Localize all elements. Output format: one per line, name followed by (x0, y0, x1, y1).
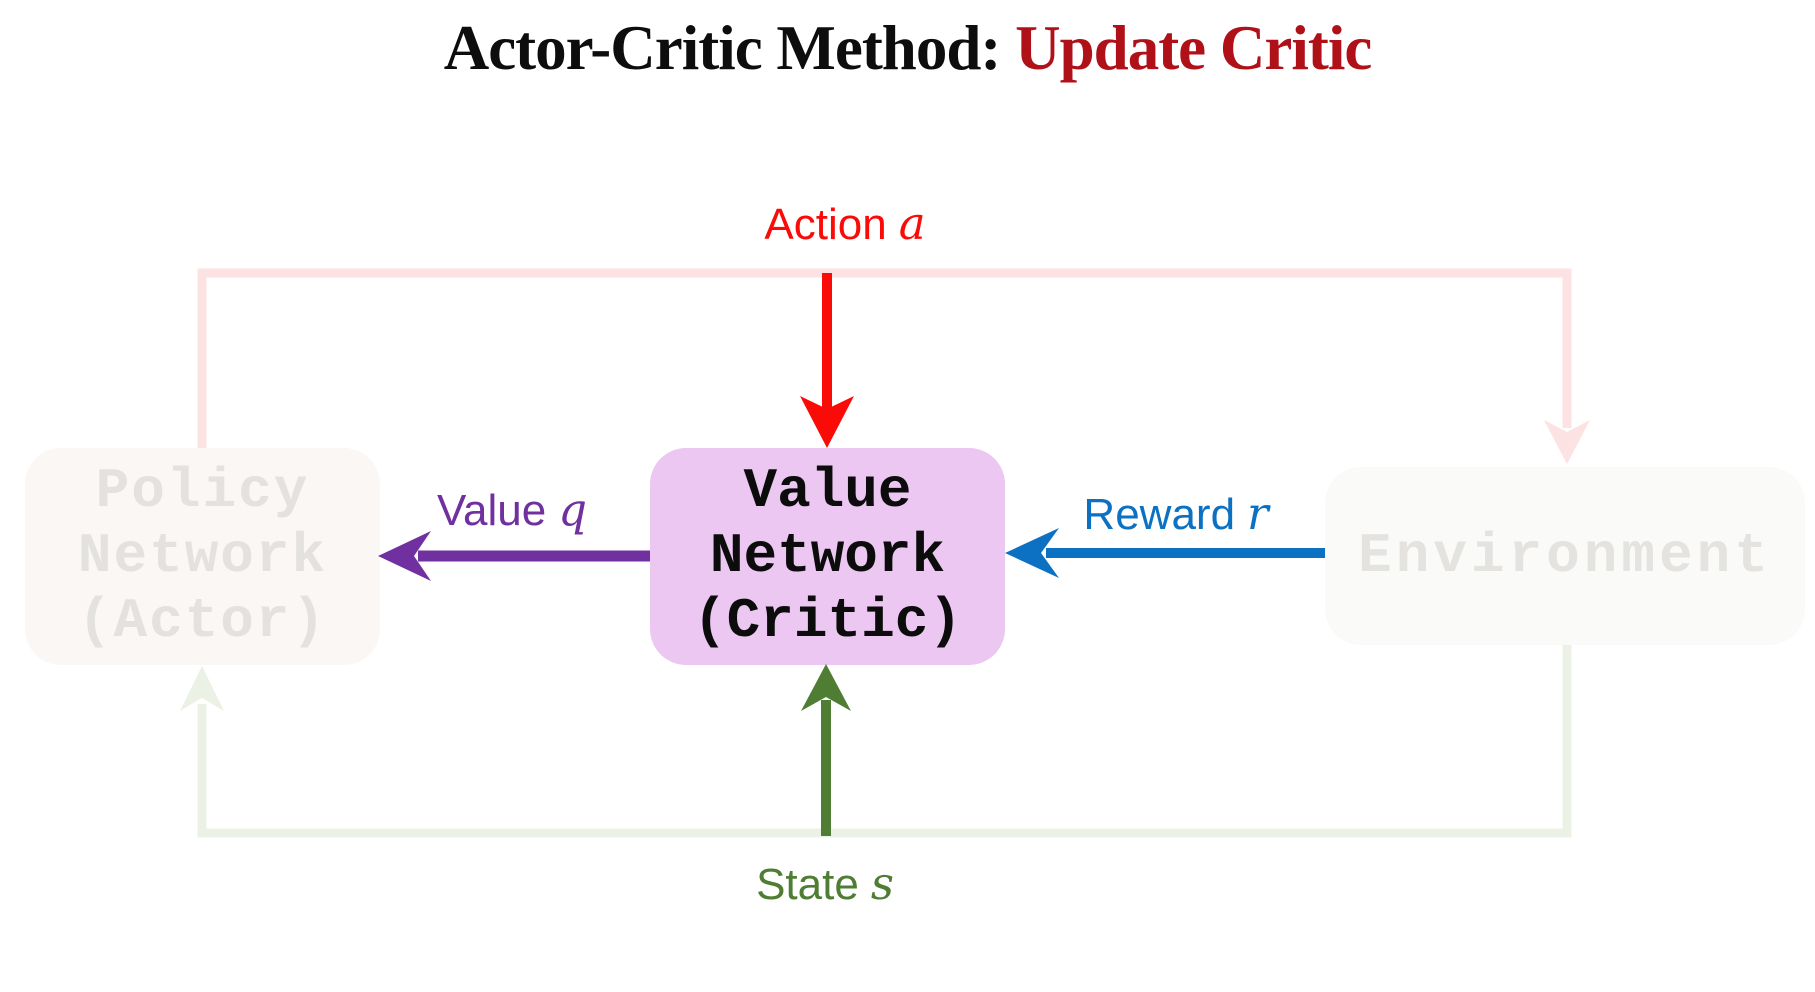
value-node-line: Network (709, 524, 946, 588)
state-variable: s (870, 857, 894, 910)
faded-up-arrowhead-icon (180, 666, 224, 711)
value-node-line: (Critic) (693, 589, 962, 653)
value-label-text: Value (436, 486, 547, 535)
faded-state-to-policy-path (197, 645, 1572, 838)
reward-label-text: Reward (1083, 490, 1236, 539)
value-network-critic-node: Value Network (Critic) (650, 448, 1005, 665)
value-arrowhead-icon (378, 531, 431, 581)
title-prefix: Actor-Critic Method: (443, 13, 1016, 83)
title-highlight: Update Critic (1015, 13, 1372, 83)
state-label-text: State (756, 860, 859, 909)
environment-node-line: Environment (1358, 523, 1772, 588)
action-arrowhead-icon (800, 396, 854, 448)
value-variable: q (558, 483, 588, 536)
policy-node-line: Network (77, 524, 328, 588)
environment-node: Environment (1325, 467, 1805, 645)
reward-variable: r (1247, 487, 1269, 540)
policy-network-actor-node: Policy Network (Actor) (25, 448, 380, 665)
reward-arrowhead-icon (1005, 528, 1059, 578)
page-title: Actor-Critic Method: Update Critic (0, 12, 1815, 85)
policy-node-line: (Actor) (77, 589, 328, 653)
policy-node-line: Policy (95, 459, 310, 523)
action-variable: a (898, 197, 926, 250)
faded-policy-to-environment-path (197, 268, 1572, 448)
action-label-text: Action (764, 200, 887, 249)
faded-down-arrowhead-icon (1544, 420, 1590, 464)
state-arrowhead-icon (801, 664, 851, 711)
value-node-line: Value (743, 459, 912, 523)
